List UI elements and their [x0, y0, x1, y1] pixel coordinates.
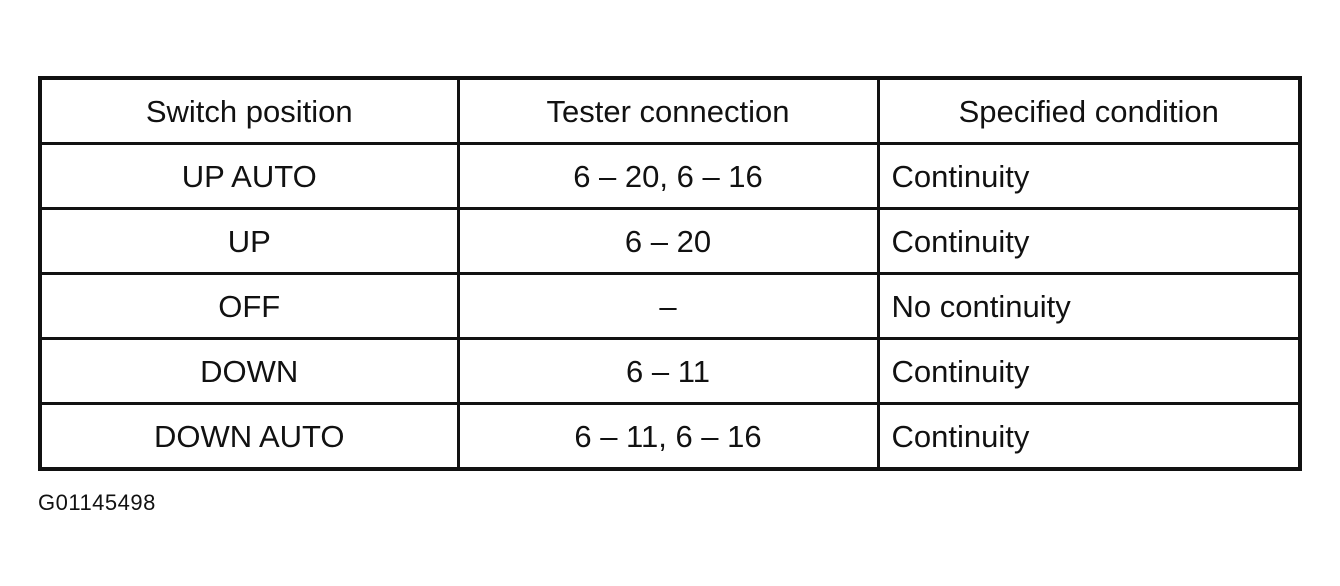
switch-position-cell: OFF [38, 272, 460, 340]
tester-connection-cell: – [456, 272, 880, 340]
specified-condition-cell: Continuity [876, 337, 1302, 405]
specified-condition-cell: Continuity [876, 402, 1302, 471]
table-header-row: Switch position Tester connection Specif… [38, 76, 1302, 145]
table-row: DOWN AUTO 6 – 11, 6 – 16 Continuity [38, 402, 1302, 471]
header-tester-connection: Tester connection [456, 76, 880, 145]
figure-code: G01145498 [38, 490, 156, 515]
switch-position-cell: DOWN AUTO [38, 402, 460, 471]
switch-position-cell: DOWN [38, 337, 460, 405]
tester-connection-cell: 6 – 11, 6 – 16 [456, 402, 880, 471]
switch-position-cell: UP AUTO [38, 142, 460, 210]
specified-condition-cell: Continuity [876, 142, 1302, 210]
header-switch-position: Switch position [38, 76, 460, 145]
header-specified-condition: Specified condition [876, 76, 1302, 145]
specified-condition-cell: Continuity [876, 207, 1302, 275]
tester-connection-cell: 6 – 20, 6 – 16 [456, 142, 880, 210]
table-row: UP AUTO 6 – 20, 6 – 16 Continuity [38, 142, 1302, 210]
table-row: DOWN 6 – 11 Continuity [38, 337, 1302, 405]
tester-connection-cell: 6 – 20 [456, 207, 880, 275]
table-row: UP 6 – 20 Continuity [38, 207, 1302, 275]
table-row: OFF – No continuity [38, 272, 1302, 340]
specified-condition-cell: No continuity [876, 272, 1302, 340]
switch-inspection-table: Switch position Tester connection Specif… [38, 76, 1302, 471]
switch-position-cell: UP [38, 207, 460, 275]
tester-connection-cell: 6 – 11 [456, 337, 880, 405]
